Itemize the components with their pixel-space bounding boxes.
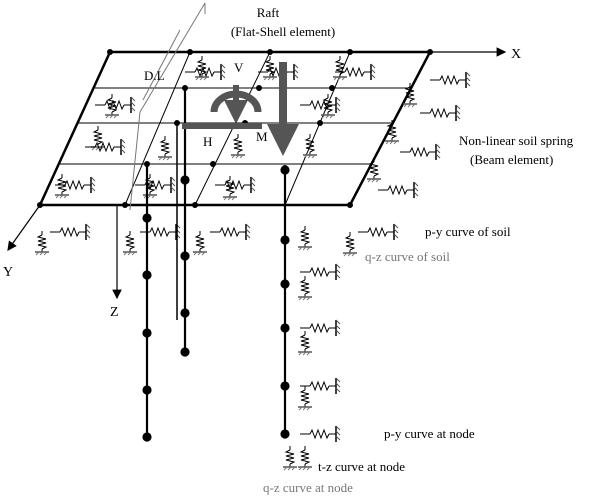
horizontal-load-label: H — [203, 134, 212, 149]
axes: X Y Z — [3, 47, 521, 320]
qz-node-label: q-z curve at node — [263, 480, 353, 495]
z-axis-label: Z — [110, 305, 119, 320]
soil-spring-icon — [402, 82, 418, 108]
soil-spring-icon — [297, 275, 313, 301]
moment-arrow — [210, 90, 262, 113]
soil-spring-icon — [299, 96, 341, 114]
raft-node — [37, 202, 43, 208]
soil-spring-icon — [297, 385, 313, 411]
pile-node — [280, 279, 290, 289]
raft-node — [329, 85, 335, 91]
x-axis-label: X — [511, 47, 521, 62]
grid-line-y1 — [124, 51, 191, 206]
pile-node — [180, 175, 190, 185]
soil-spring-icon — [214, 176, 256, 194]
raft-node — [317, 120, 323, 126]
pile-node — [180, 347, 190, 357]
pile-node — [280, 381, 290, 391]
raft-node — [256, 85, 262, 91]
soil-spring-icon — [49, 223, 91, 241]
raft-node — [347, 202, 353, 208]
soil-spring-icon — [419, 104, 461, 122]
soil-spring-icon — [297, 445, 313, 471]
dead-load-line — [142, 29, 181, 101]
soil-spring-icon — [84, 138, 126, 156]
soil-spring-icon — [332, 55, 348, 81]
soil-spring-icon — [54, 176, 96, 194]
soil-spring-icon — [157, 135, 173, 161]
pile-node — [142, 385, 152, 395]
soil-spring-icon — [342, 231, 358, 257]
soil-spring-icon — [192, 230, 208, 256]
soil-spring-icon — [297, 330, 313, 356]
py-node-label: p-y curve at node — [384, 426, 475, 441]
pile-node — [280, 429, 290, 439]
raft-node — [347, 49, 353, 55]
soil-spring-icon — [297, 225, 313, 251]
pile-node — [280, 323, 290, 333]
soil-spring-icon — [377, 181, 419, 199]
soil-spring-icon — [209, 223, 251, 241]
raft-subtitle: (Flat-Shell element) — [231, 24, 335, 39]
load-arrows — [182, 62, 299, 156]
soil-spring-label-line1: Non-linear soil spring — [459, 133, 574, 148]
piles — [142, 88, 290, 442]
qz-soil-label: q-z curve of soil — [365, 249, 450, 264]
raft-node — [267, 49, 273, 55]
pile-node — [142, 270, 152, 280]
vertical-load-label: V — [234, 60, 244, 75]
soil-spring-icon — [357, 223, 399, 241]
raft-node — [107, 49, 113, 55]
pile-node — [180, 251, 190, 261]
soil-spring-icon — [34, 230, 50, 256]
raft-vertical-springs — [34, 55, 418, 257]
soil-spring-icon — [429, 71, 471, 89]
soil-spring-icon — [54, 173, 70, 199]
soil-spring-icon — [299, 425, 341, 443]
y-axis-label: Y — [3, 265, 13, 280]
pile-node — [280, 165, 290, 175]
moment-label: M — [256, 129, 268, 144]
dead-load-frame — [129, 2, 206, 211]
load-lines — [129, 2, 206, 211]
labels: Raft (Flat-Shell element) D.L V H M Non-… — [144, 5, 574, 495]
soil-spring-label-line2: (Beam element) — [470, 152, 553, 167]
soil-spring-icon — [134, 176, 176, 194]
soil-spring-icon — [122, 230, 138, 256]
dead-load-label: D.L — [144, 68, 165, 83]
raft-title: Raft — [257, 5, 280, 20]
pile-node — [142, 328, 152, 338]
tz-node-label: t-z curve at node — [318, 459, 405, 474]
pile-node — [180, 308, 190, 318]
soil-spring-icon — [230, 133, 246, 159]
y-axis-line — [7, 204, 41, 251]
raft-node — [192, 202, 198, 208]
soil-spring-icon — [299, 319, 341, 337]
soil-spring-icon — [299, 263, 341, 281]
soil-spring-icon — [282, 445, 298, 471]
soil-spring-icon — [299, 377, 341, 395]
pile-springs — [282, 225, 341, 471]
raft-node — [187, 49, 193, 55]
soil-spring-icon — [399, 143, 441, 161]
raft-node — [122, 202, 128, 208]
pile-node — [142, 213, 152, 223]
pile-node — [280, 235, 290, 245]
raft-node — [427, 49, 433, 55]
pile-node — [142, 432, 152, 442]
raft-node — [210, 161, 216, 167]
py-soil-label: p-y curve of soil — [425, 224, 511, 239]
